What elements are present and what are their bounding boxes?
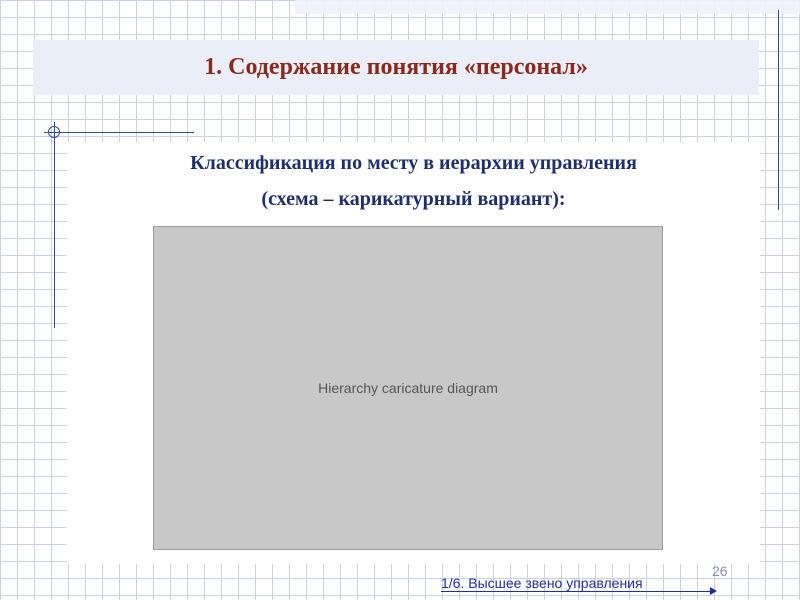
hierarchy-diagram-placeholder-label: Hierarchy caricature diagram — [318, 380, 498, 396]
hierarchy-diagram-image: Hierarchy caricature diagram — [153, 226, 663, 550]
right-decor-line — [778, 10, 779, 210]
decor-line-vertical — [54, 122, 55, 328]
content-panel: Классификация по месту в иерархии управл… — [67, 142, 760, 564]
top-decor-band — [295, 0, 800, 14]
page-number: 26 — [712, 563, 728, 579]
footer-link[interactable]: 1/6. Высшее звено управления — [441, 575, 643, 591]
footer-arrow-icon — [441, 587, 717, 595]
decor-circle-icon — [48, 126, 60, 138]
subtitle-line-1: Классификация по месту в иерархии управл… — [190, 152, 637, 174]
slide-title: 1. Содержание понятия «персонал» — [204, 54, 588, 80]
title-banner: 1. Содержание понятия «персонал» — [33, 40, 759, 95]
decor-line-horizontal — [44, 132, 194, 133]
subtitle-line-2: (схема – карикатурный вариант): — [261, 188, 566, 210]
